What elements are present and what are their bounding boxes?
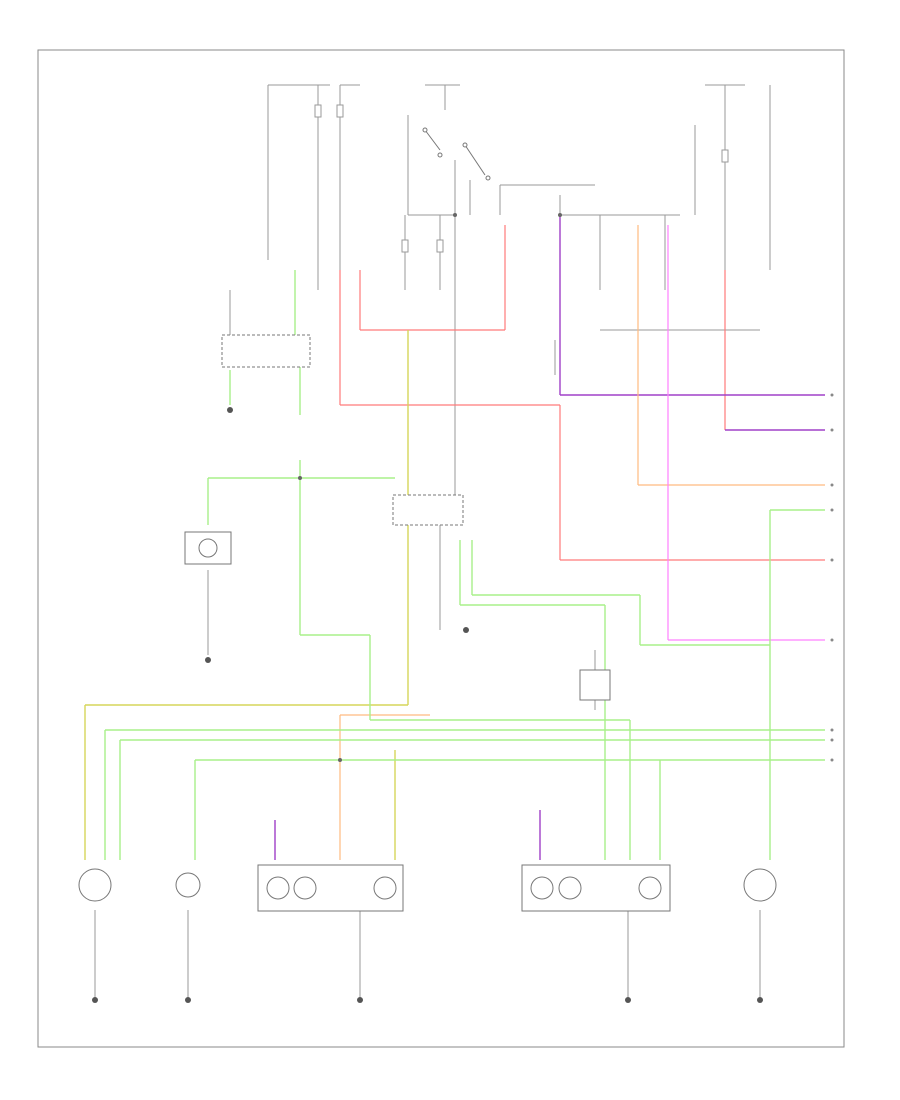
fuse-icon <box>436 239 444 253</box>
splice-dots <box>298 213 562 762</box>
edge-connectors <box>830 393 834 762</box>
left-headlamp-assembly <box>257 864 404 912</box>
lamp-bulb-icon <box>293 876 317 900</box>
fuse-icon <box>336 104 344 118</box>
lamp-bulb-icon <box>638 876 662 900</box>
lamp-bulb-icon <box>373 876 397 900</box>
power-feeds <box>267 84 771 500</box>
red-wires <box>339 225 825 561</box>
ground-symbol-icon <box>357 997 363 1003</box>
right-headlamp-assembly <box>521 864 671 912</box>
diagram-frame <box>37 49 845 1048</box>
ground-symbol-icon <box>463 627 469 633</box>
dimmer-lamp <box>184 531 232 565</box>
yellow-wires <box>84 330 409 860</box>
ground-symbol-icon <box>227 407 233 413</box>
ground-symbols <box>92 407 763 1003</box>
ground-symbol-icon <box>625 997 631 1003</box>
ground-symbol-icon <box>205 657 211 663</box>
ground-symbol-icon <box>185 997 191 1003</box>
lamp-bulb-icon <box>78 868 112 902</box>
purple-wires <box>274 215 825 860</box>
pink-wires <box>667 225 825 641</box>
relay-coil-icon <box>579 669 611 701</box>
relay-boxes <box>221 334 611 701</box>
lamp-bulb-icon <box>266 876 290 900</box>
fuse-group <box>314 104 729 253</box>
relay-coil-icon <box>392 494 464 526</box>
lamp-bulb-icon <box>175 872 201 898</box>
switch-contact-icon <box>464 144 486 176</box>
ground-symbol-icon <box>757 997 763 1003</box>
orange-wires <box>339 225 825 860</box>
green-wires <box>104 270 825 860</box>
lamp-bulb-icon <box>530 876 554 900</box>
switch-contact-icon <box>424 129 441 151</box>
relay-coil-icon <box>221 334 311 368</box>
fuse-icon <box>314 104 322 118</box>
fuse-icon <box>401 239 409 253</box>
lamp-bulb-icon <box>558 876 582 900</box>
fuse-icon <box>721 149 729 163</box>
lamp-bulb-icon <box>743 868 777 902</box>
small-lamps <box>78 868 777 902</box>
switch-group <box>422 127 491 181</box>
ground-symbol-icon <box>92 997 98 1003</box>
